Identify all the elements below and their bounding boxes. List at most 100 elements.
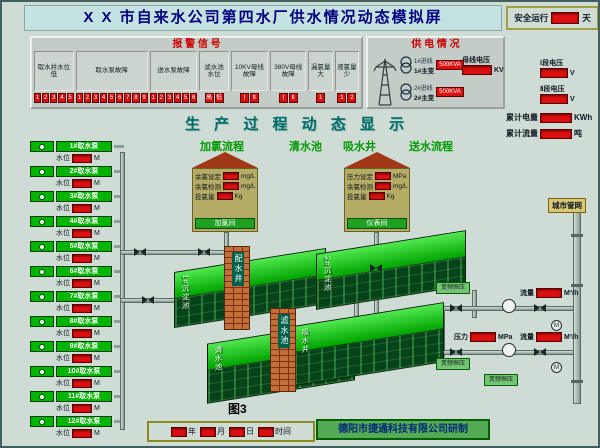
pump-unit: 9#取水泵 水位 M [30, 341, 124, 364]
alarm-indicator: 低 [214, 93, 224, 103]
house-name: 加氯间 [195, 218, 255, 229]
flow-meter-icon: M [551, 362, 562, 373]
section-label-chlorination: 加氯流程 [200, 141, 244, 153]
date-display [200, 426, 216, 437]
level-display [72, 378, 92, 388]
total-flow-label: 累计流量 [506, 129, 538, 138]
alarm-indicator: 7 [124, 93, 132, 103]
pump-label: 3#取水泵 [56, 191, 112, 202]
safe-run-panel: 安全运行 天 [506, 6, 598, 30]
param-display [223, 182, 239, 190]
city-network-label: 城市管网 [548, 198, 586, 213]
transformer-row: 1#进线 1#主变 500KVA [400, 55, 464, 75]
param-unit: mg/L [241, 182, 256, 190]
total-energy-label: 累计电量 [506, 113, 538, 122]
param-label: 投氯量 [347, 194, 367, 201]
flow1-unit: M³/h [564, 289, 579, 297]
credit-box: 德阳市捷通科技有限公司研制 [316, 419, 490, 440]
pump-icon [30, 216, 54, 227]
level-unit: M [94, 279, 100, 287]
valve-icon [142, 296, 154, 304]
transformer-row: 2#进线 2#主变 500KVA [400, 82, 464, 102]
param-unit: Kg [386, 192, 395, 200]
pump-pipe-stub [114, 145, 124, 148]
level-label: 水位 [56, 230, 70, 237]
valve-icon [534, 304, 546, 312]
alarm-indicator: 9 [140, 93, 148, 103]
date-display [229, 426, 245, 437]
alarm-indicator: 3 [50, 93, 58, 103]
valve-icon [450, 304, 462, 312]
total-energy-display [540, 112, 572, 123]
alarm-indicator: 高 [204, 93, 214, 103]
intake-pump-column: 1#取水泵 水位 M 2#取水泵 水位 M [30, 141, 124, 439]
level-unit: M [94, 204, 100, 212]
city-riser-pipe [573, 212, 581, 404]
level-label: 水位 [56, 180, 70, 187]
pump-label: 5#取水泵 [56, 241, 112, 252]
param-label: 余氯设定 [195, 174, 221, 181]
alarm-cells: 1 [308, 93, 332, 103]
alarm-indicator: 5 [66, 93, 74, 103]
flow2-label: 流量 [520, 334, 534, 341]
level-display [72, 228, 92, 238]
level-display [72, 353, 92, 363]
alarm-indicator: 1 [149, 93, 157, 103]
pipe-flange [571, 284, 583, 287]
flow1-row: 流量 M³/h [520, 288, 578, 298]
section1-voltage-unit: V [569, 69, 575, 77]
figure-caption: 图3 [228, 402, 247, 416]
pump-label: 1#取水泵 [56, 141, 112, 152]
pump-pipe-stub [114, 345, 124, 348]
tank-label: 2#沉淀池 [323, 255, 332, 293]
suction-well-tank: 吸水井 [294, 302, 444, 386]
pump-unit: 6#取水泵 水位 M [30, 266, 124, 289]
pump-unit: 10#取水泵 水位 M [30, 366, 124, 389]
pump-pipe-stub [114, 320, 124, 323]
alarm-indicator: 5 [108, 93, 116, 103]
pressure-display [470, 332, 496, 342]
bus-voltage-label: 母线电压 [462, 57, 490, 64]
safe-run-display [551, 12, 580, 24]
param-unit: MPa [393, 172, 407, 180]
flow-meter-icon: M [551, 320, 562, 331]
level-display [72, 153, 92, 163]
house-rows: 压力设定 MPa 余氯检测 mg/L 投氯量 Kg [347, 171, 407, 201]
pump-unit: 4#取水泵 水位 M [30, 216, 124, 239]
pump-label: 8#取水泵 [56, 316, 112, 327]
flow1-label: 流量 [520, 290, 534, 297]
section1-voltage-label: Ⅰ段电压 [540, 60, 564, 67]
section-label-clear-tank: 清水池 [289, 141, 322, 153]
pressure-row: 压力 MPa [454, 332, 512, 342]
alarm-indicator: 2 [83, 93, 91, 103]
pressure-label: 压力 [454, 334, 468, 341]
pressure-unit: MPa [498, 333, 513, 341]
level-unit: M [94, 229, 100, 237]
tank-label: 1#沉淀池 [181, 273, 190, 311]
bus-voltage-display [462, 65, 492, 75]
level-unit: M [94, 429, 100, 437]
house-rows: 余氯设定 mg/L 余氯检测 mg/L 投氯量 Kg [195, 171, 255, 201]
alarm-cells: 高低 [199, 93, 229, 103]
level-display [72, 403, 92, 413]
alarm-indicator: 2 [42, 93, 50, 103]
param-label: 余氯检测 [347, 184, 373, 191]
datetime-panel: 年 月 日 时间 [147, 421, 315, 442]
level-label: 水位 [56, 255, 70, 262]
pump-unit: 5#取水泵 水位 M [30, 241, 124, 264]
pump-unit: 11#取水泵 水位 M [30, 391, 124, 414]
alarm-indicator: Ⅰ [278, 93, 288, 103]
pump-pipe-stub [114, 170, 124, 173]
process-title: 生 产 过 程 动 态 显 示 [185, 116, 410, 133]
alarm-panel-title: 报 警 信 号 [172, 39, 221, 50]
power-panel: 供 电 情 况 1#进线 1#主变 500KVA 2#进线 2#主变 500KV… [366, 36, 505, 109]
pump-icon [30, 141, 54, 152]
house-param-row: 余氯检测 mg/L [195, 181, 255, 191]
date-item: 年 [171, 426, 196, 437]
intake-main-pipe [120, 152, 125, 430]
alarm-indicator: 1 [316, 93, 326, 103]
